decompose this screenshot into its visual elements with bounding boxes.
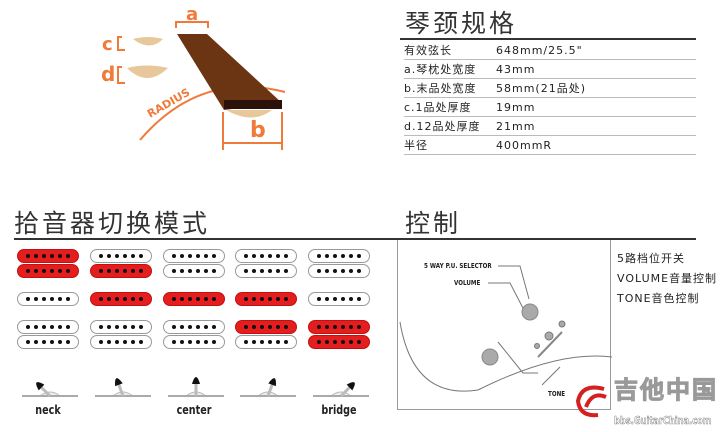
switch-position-label: neck <box>35 403 61 417</box>
label-d: d <box>101 62 115 86</box>
spec-row: b.末品处宽度 58mm(21品处) <box>404 79 696 98</box>
volume-callout: VOLUME <box>454 279 481 287</box>
spec-value: 21mm <box>496 120 536 133</box>
bridge-pickup-coil <box>308 335 371 349</box>
neck-pickup-coil <box>162 264 225 278</box>
middle-pickup-single <box>308 292 371 306</box>
switch-position-icon <box>94 370 151 402</box>
label-b: b <box>250 118 266 143</box>
neck-pickup-coil <box>308 249 371 263</box>
control-item-tone: TONE音色控制 <box>617 292 700 305</box>
switch-position-label: bridge <box>321 403 357 417</box>
bridge-pickup-coil <box>17 320 79 334</box>
spec-row: d.12品处厚度 21mm <box>404 117 696 136</box>
label-c: c <box>102 34 113 55</box>
middle-pickup-single <box>89 292 152 306</box>
bridge-pickup-coil <box>235 320 298 334</box>
spec-value: 19mm <box>496 101 536 114</box>
neck-pickup-coil <box>235 249 298 263</box>
switch-position-icon <box>313 370 370 402</box>
control-item-volume: VOLUME音量控制 <box>617 272 718 285</box>
bridge-pickup-coil <box>235 335 298 349</box>
spec-row: 半径 400mmR <box>404 136 696 155</box>
control-item-selector: 5路档位开关 <box>617 252 685 265</box>
middle-pickup-single <box>235 292 298 306</box>
neck-diagram: a b c d RADIUS <box>101 4 286 150</box>
spec-label: a.琴枕处宽度 <box>404 63 477 76</box>
watermark-url: bbs.GuitarChina.com <box>614 414 712 428</box>
middle-pickup-single <box>17 292 79 306</box>
spec-value: 400mmR <box>496 139 553 152</box>
neck-pickup-coil <box>17 264 79 278</box>
switch-position-icon <box>240 370 297 402</box>
neck-pickup-coil <box>235 264 298 278</box>
watermark-logo <box>572 383 612 423</box>
tone-callout: TONE <box>548 390 566 398</box>
neck-pickup-coil <box>89 249 152 263</box>
label-a: a <box>186 4 198 25</box>
bridge-pickup-coil <box>162 320 225 334</box>
spec-row: c.1品处厚度 19mm <box>404 98 696 117</box>
bridge-pickup-coil <box>89 320 152 334</box>
switch-position-label: center <box>176 403 212 417</box>
middle-pickup-single <box>162 292 225 306</box>
spec-value: 43mm <box>496 63 536 76</box>
bridge-pickup-coil <box>308 320 371 334</box>
spec-row: a.琴枕处宽度 43mm <box>404 60 696 79</box>
neck-pickup-coil <box>17 249 79 263</box>
neck-pickup-coil <box>162 249 225 263</box>
controls-title: 控制 <box>405 209 462 238</box>
spec-label: 有效弦长 <box>404 44 452 57</box>
watermark-name: 吉他中国 <box>614 376 718 404</box>
pickup-title: 拾音器切换模式 <box>14 209 211 238</box>
spec-label: c.1品处厚度 <box>404 101 472 114</box>
spec-value: 648mm/25.5" <box>496 44 583 57</box>
switch-position-icon <box>22 370 78 402</box>
bridge-pickup-coil <box>89 335 152 349</box>
neck-pickup-coil <box>308 264 371 278</box>
spec-label: b.末品处宽度 <box>404 82 477 95</box>
neck-pickup-coil <box>89 264 152 278</box>
switch-position-icon <box>167 370 224 402</box>
bridge-pickup-coil <box>162 335 225 349</box>
spec-label: d.12品处厚度 <box>404 120 481 133</box>
selector-callout: 5 WAY P.U. SELECTOR <box>424 262 492 270</box>
bridge-pickup-coil <box>17 335 79 349</box>
spec-label: 半径 <box>404 139 428 152</box>
control-diagram: 5 WAY P.U. SELECTOR VOLUME TONE <box>397 240 612 410</box>
neck-spec-title: 琴颈规格 <box>405 9 518 38</box>
spec-row: 有效弦长 648mm/25.5" <box>404 41 696 60</box>
spec-value: 58mm(21品处) <box>496 82 587 95</box>
